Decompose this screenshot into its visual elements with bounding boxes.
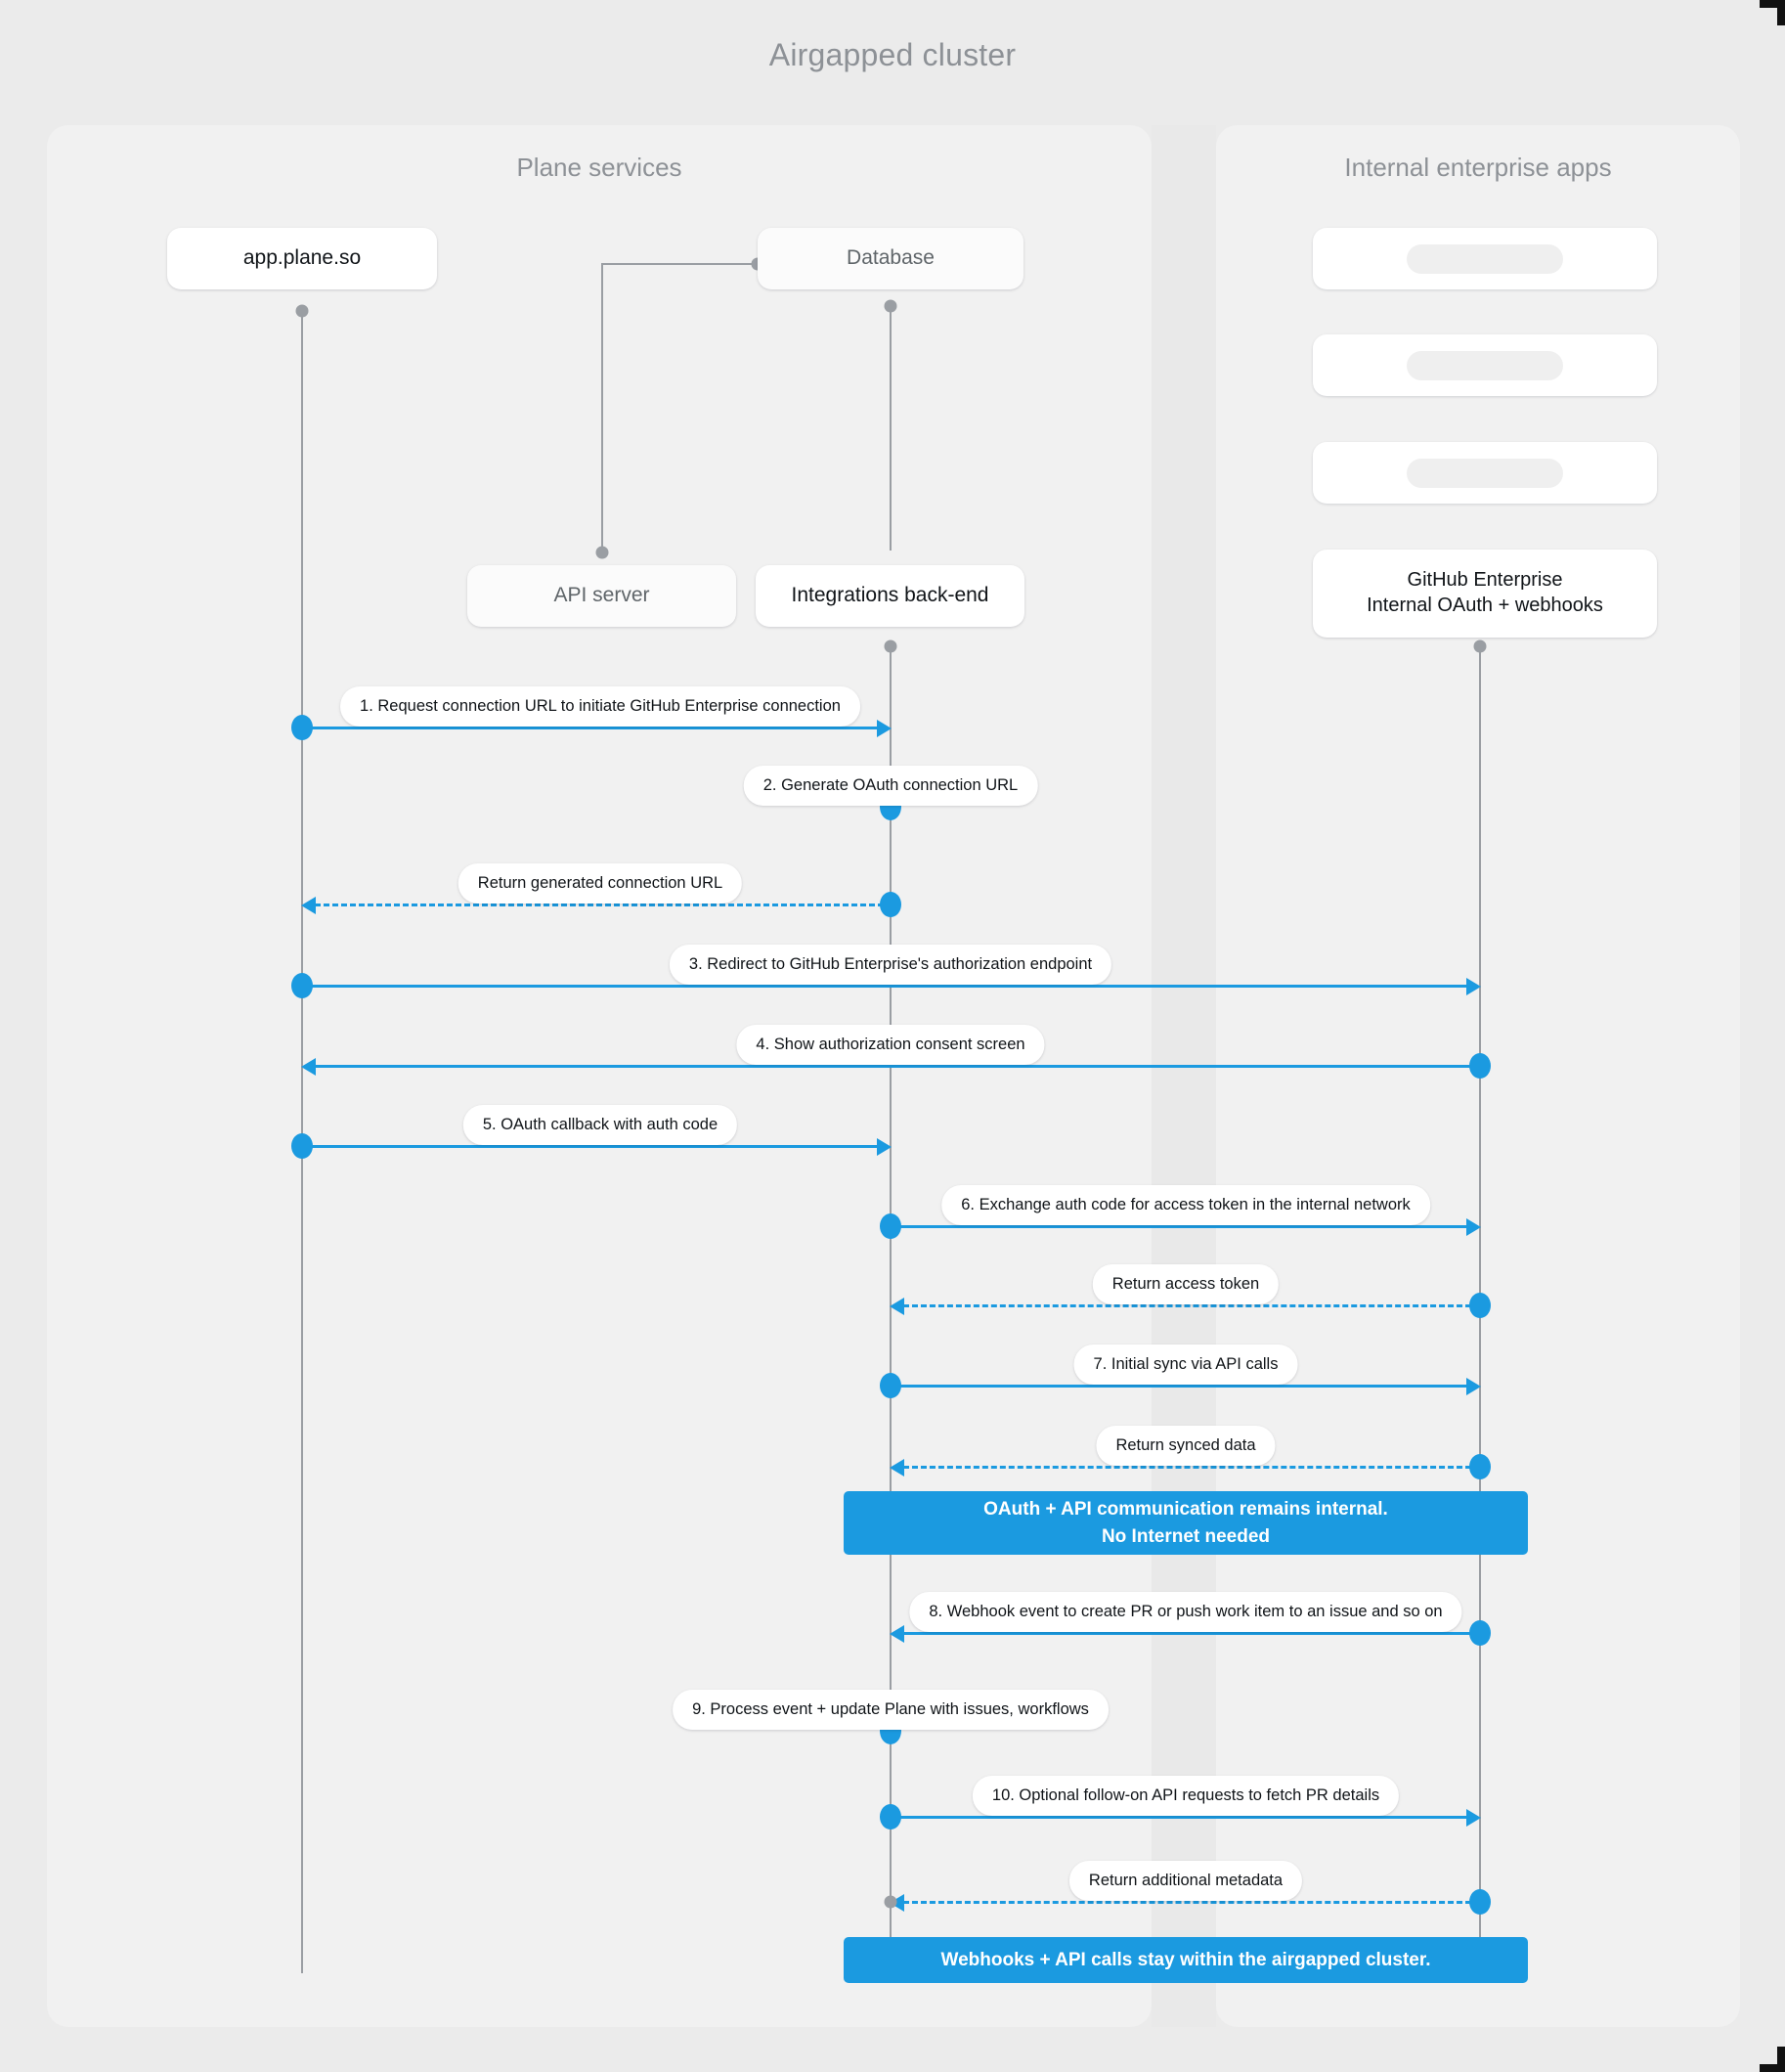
placeholder-card-1[interactable] (1313, 228, 1657, 289)
message-9-arrowhead (1466, 1378, 1481, 1395)
message-1-source-endpoint (291, 715, 313, 740)
message-4-label: 3. Redirect to GitHub Enterprise's autho… (669, 945, 1112, 985)
lifeline-integrations (890, 646, 892, 1947)
note-internal-line1: OAuth + API communication remains intern… (983, 1498, 1388, 1520)
placeholder-pill-2 (1407, 350, 1563, 380)
message-13-arrowhead (1466, 1809, 1481, 1827)
panel-internal-enterprise-apps-title: Internal enterprise apps (1344, 153, 1612, 182)
message-3-line (315, 904, 884, 906)
message-5-label: 4. Show authorization consent screen (736, 1025, 1045, 1065)
lifeline-integrations-dot (884, 639, 897, 653)
message-3-label: Return generated connection URL (457, 863, 743, 904)
panel-plane-services-title: Plane services (516, 153, 682, 182)
message-1-arrowhead (877, 720, 892, 737)
placeholder-card-3[interactable] (1313, 442, 1657, 504)
message-10-line (903, 1466, 1480, 1469)
message-8-arrowhead (890, 1298, 904, 1315)
message-14-label: Return additional metadata (1068, 1861, 1303, 1901)
message-7-label: 6. Exchange auth code for access token i… (941, 1185, 1430, 1225)
message-10-label: Return synced data (1096, 1426, 1276, 1466)
message-9-line (891, 1385, 1471, 1388)
message-11-label: 8. Webhook event to create PR or push wo… (909, 1592, 1462, 1632)
lifeline-github-dot (1473, 639, 1487, 653)
placeholder-pill-3 (1407, 458, 1563, 488)
message-5-line (315, 1065, 1480, 1068)
message-10-source-endpoint (1469, 1454, 1491, 1479)
message-3-arrowhead (301, 897, 316, 914)
message-8-source-endpoint (1469, 1293, 1491, 1318)
crop-mark-bottom-right-h (1760, 2064, 1785, 2072)
message-11-arrowhead (890, 1625, 904, 1643)
message-9-source-endpoint (880, 1373, 901, 1398)
message-2-label: 2. Generate OAuth connection URL (743, 766, 1038, 806)
message-11-line (903, 1632, 1480, 1635)
note-internal-line2: No Internet needed (1101, 1525, 1271, 1547)
panel-gap-band (1152, 125, 1216, 2027)
message-7-source-endpoint (880, 1213, 901, 1239)
message-4-arrowhead (1466, 978, 1481, 995)
message-6-source-endpoint (291, 1133, 313, 1159)
message-8-label: Return access token (1092, 1264, 1280, 1304)
crop-mark-top-right-h (1760, 0, 1785, 8)
participant-github-enterprise-line1: GitHub Enterprise (1407, 569, 1563, 592)
lifeline-app-dot (295, 304, 309, 318)
message-6-label: 5. OAuth callback with auth code (462, 1105, 738, 1145)
participant-integrations-backend[interactable]: Integrations back-end (756, 565, 1024, 627)
note-internal: OAuth + API communication remains intern… (844, 1491, 1528, 1555)
participant-api-server-label: API server (553, 584, 650, 607)
message-8-line (903, 1304, 1480, 1307)
note-airgap: Webhooks + API calls stay within the air… (844, 1937, 1528, 1983)
message-14-target-endpoint (884, 1895, 897, 1909)
message-11-source-endpoint (1469, 1620, 1491, 1646)
placeholder-card-2[interactable] (1313, 334, 1657, 396)
message-14-line (903, 1901, 1480, 1904)
message-13-source-endpoint (880, 1804, 901, 1830)
lifeline-api-box-dot (595, 546, 609, 559)
message-7-line (891, 1225, 1471, 1228)
participant-github-enterprise[interactable]: GitHub Enterprise Internal OAuth + webho… (1313, 550, 1657, 638)
message-5-source-endpoint (1469, 1053, 1491, 1079)
participant-github-enterprise-line2: Internal OAuth + webhooks (1367, 595, 1603, 616)
crop-mark-bottom-right-v (1777, 2047, 1785, 2072)
message-4-source-endpoint (291, 973, 313, 998)
message-13-label: 10. Optional follow-on API requests to f… (972, 1776, 1400, 1816)
placeholder-pill-1 (1407, 243, 1563, 274)
participant-database[interactable]: Database (758, 228, 1023, 289)
message-6-line (302, 1145, 884, 1148)
message-10-arrowhead (890, 1459, 904, 1477)
participant-app[interactable]: app.plane.so (167, 228, 437, 289)
participant-database-label: Database (847, 246, 935, 270)
participant-integrations-backend-label: Integrations back-end (791, 584, 989, 607)
lifeline-api-horizontal (601, 263, 758, 265)
message-1-line (302, 727, 884, 729)
note-airgap-line1: Webhooks + API calls stay within the air… (940, 1949, 1431, 1970)
lifeline-api-vertical (601, 263, 603, 552)
message-13-line (891, 1816, 1471, 1819)
participant-api-server[interactable]: API server (467, 565, 736, 627)
message-3-source-endpoint (880, 892, 901, 917)
panel-plane-services: Plane services (47, 125, 1152, 2027)
message-6-arrowhead (877, 1138, 892, 1156)
message-4-line (302, 985, 1471, 988)
message-1-label: 1. Request connection URL to initiate Gi… (340, 686, 860, 727)
message-5-arrowhead (301, 1058, 316, 1076)
crop-mark-top-right-v (1777, 0, 1785, 25)
message-7-arrowhead (1466, 1218, 1481, 1236)
lifeline-database (890, 306, 892, 551)
diagram-title: Airgapped cluster (768, 37, 1017, 72)
message-14-source-endpoint (1469, 1889, 1491, 1915)
message-9-label: 7. Initial sync via API calls (1073, 1345, 1298, 1385)
lifeline-database-dot (884, 299, 897, 313)
participant-app-label: app.plane.so (242, 246, 362, 270)
message-12-label: 9. Process event + update Plane with iss… (673, 1690, 1109, 1730)
